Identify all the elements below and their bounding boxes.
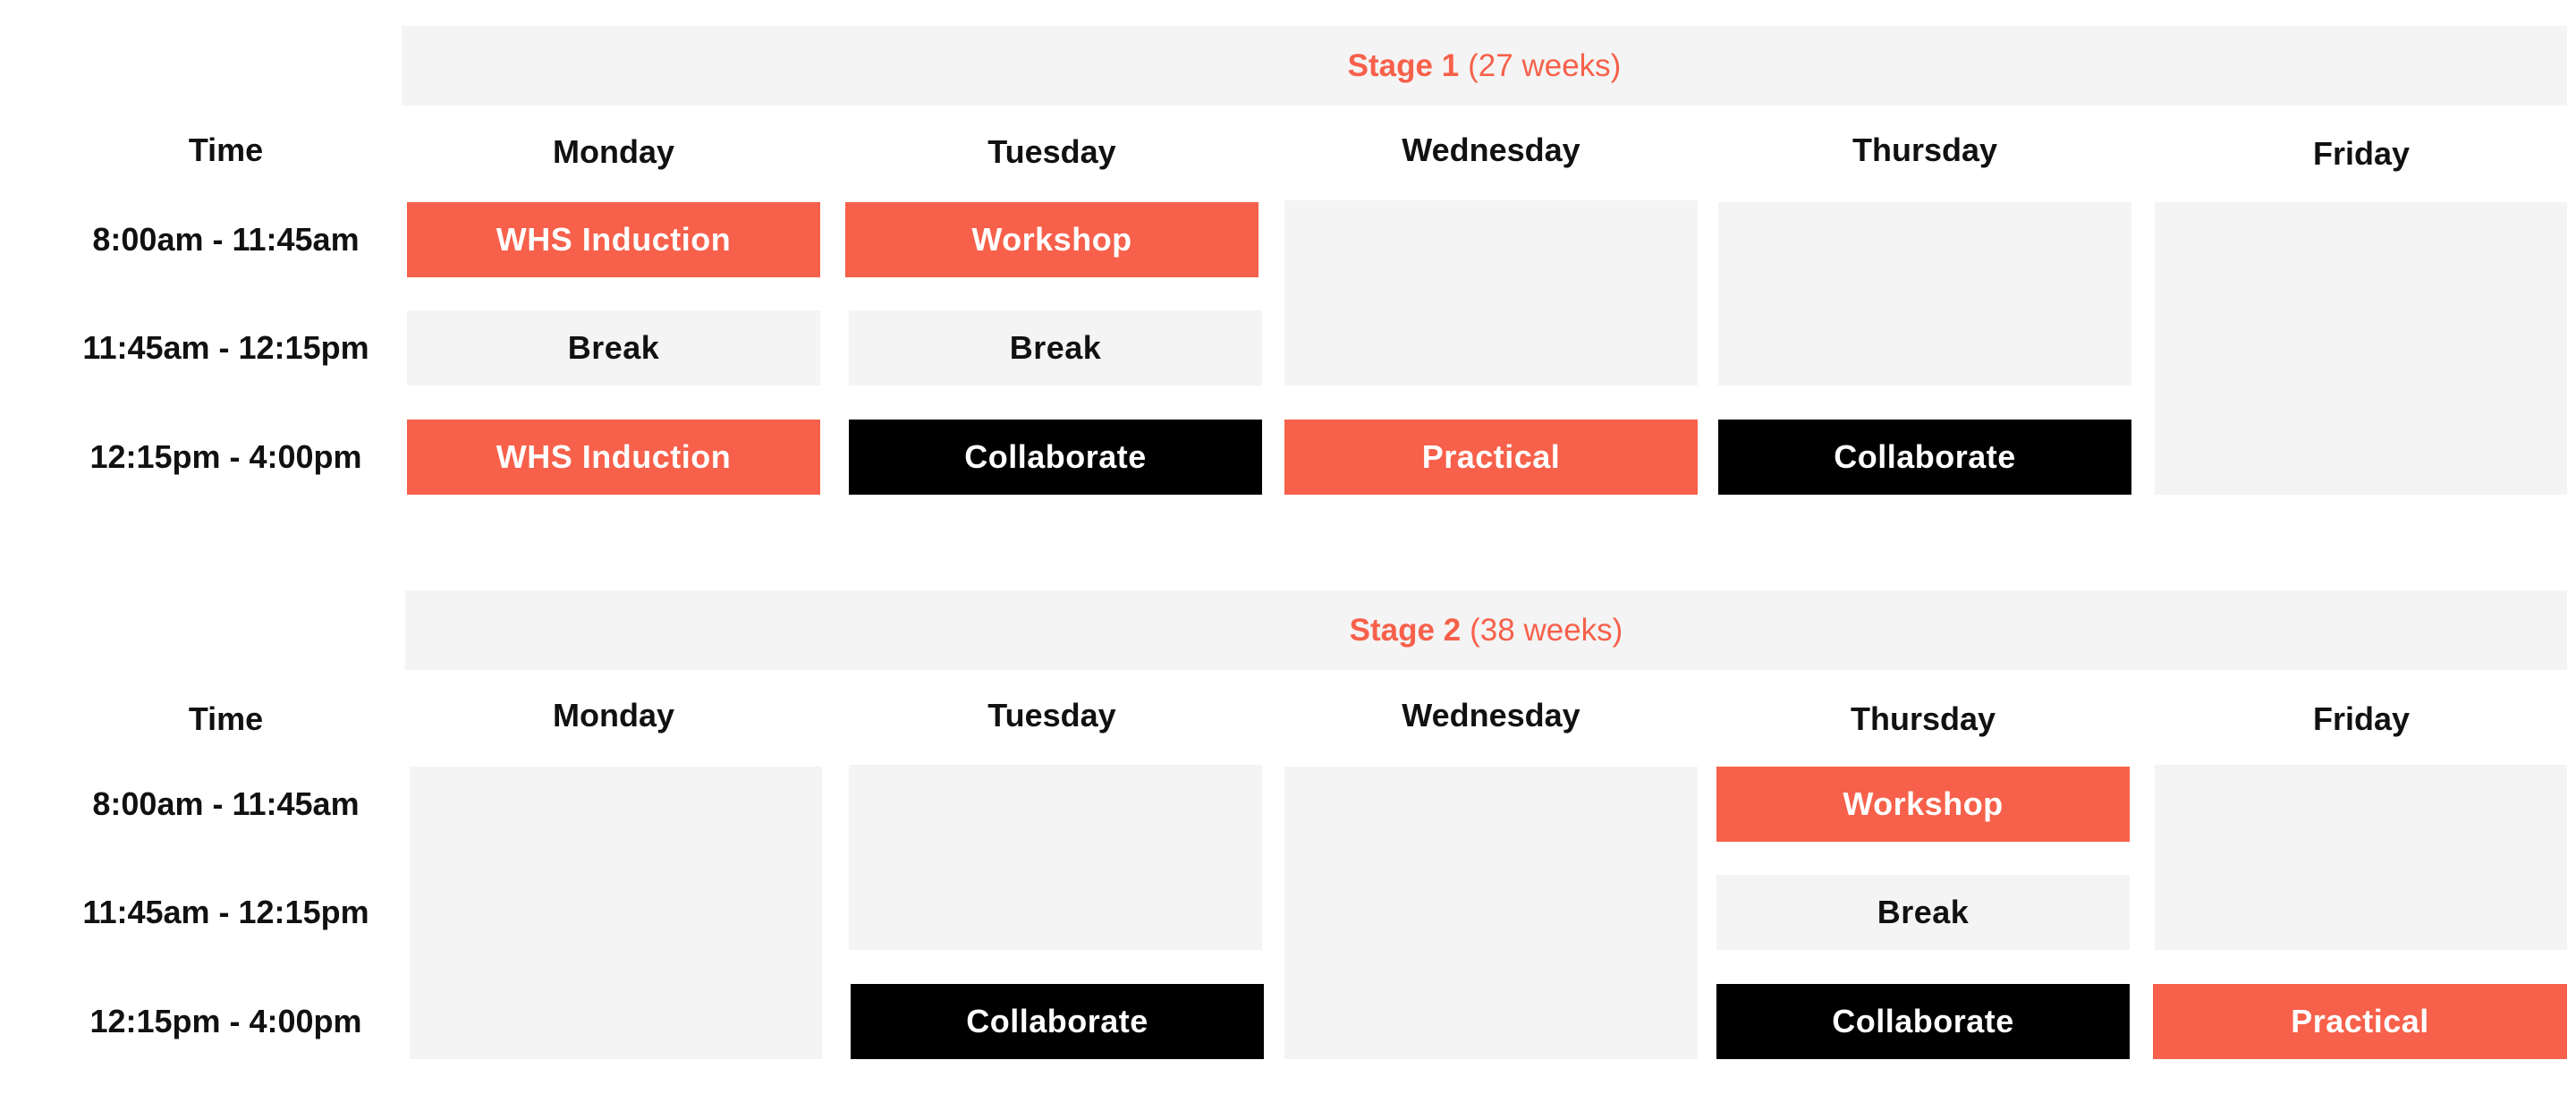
stage1-thursday-empty bbox=[1718, 202, 2131, 386]
stage1-thursday-slot-3: Collaborate bbox=[1718, 420, 2131, 495]
stage1-monday-slot-1: WHS Induction bbox=[407, 202, 820, 277]
stage2-monday-empty bbox=[410, 767, 822, 1059]
stage2-thursday-slot-1: Workshop bbox=[1716, 767, 2130, 842]
stage1-time-header: Time bbox=[188, 131, 264, 168]
stage2-title: Stage 2 bbox=[1349, 612, 1462, 648]
stage1-day-wednesday: Wednesday bbox=[1402, 131, 1580, 168]
stage1-friday-empty bbox=[2155, 202, 2567, 495]
stage2-wednesday-empty bbox=[1284, 767, 1698, 1059]
stage2-tuesday-slot-3: Collaborate bbox=[851, 984, 1264, 1059]
stage1-day-friday: Friday bbox=[2312, 135, 2411, 172]
stage2-thursday-slot-2: Break bbox=[1716, 875, 2130, 950]
stage2-friday-empty bbox=[2155, 765, 2567, 950]
stage1-banner: Stage 1 (27 weeks) bbox=[402, 26, 2567, 106]
stage2-day-monday: Monday bbox=[552, 697, 674, 734]
stage2-time-slot-1: 8:00am - 11:45am bbox=[92, 785, 360, 822]
stage2-day-wednesday: Wednesday bbox=[1402, 697, 1580, 734]
stage1-wednesday-slot-3: Practical bbox=[1284, 420, 1698, 495]
stage2-day-tuesday: Tuesday bbox=[987, 697, 1116, 734]
stage1-time-slot-3: 12:15pm - 4:00pm bbox=[89, 438, 362, 475]
stage1-weeks: (27 weeks) bbox=[1468, 47, 1622, 83]
stage2-time-slot-2: 11:45am - 12:15pm bbox=[82, 894, 369, 930]
stage1-monday-slot-3: WHS Induction bbox=[407, 420, 820, 495]
stage1-tuesday-slot-3: Collaborate bbox=[849, 420, 1262, 495]
stage1-day-tuesday: Tuesday bbox=[987, 133, 1116, 170]
stage2-banner: Stage 2 (38 weeks) bbox=[405, 590, 2567, 670]
stage1-time-slot-1: 8:00am - 11:45am bbox=[92, 221, 360, 258]
stage2-weeks: (38 weeks) bbox=[1470, 612, 1623, 648]
stage2-friday-slot-3: Practical bbox=[2153, 984, 2567, 1059]
stage1-day-thursday: Thursday bbox=[1852, 131, 1998, 168]
stage2-tuesday-empty bbox=[849, 765, 1262, 950]
stage1-title: Stage 1 bbox=[1347, 47, 1460, 83]
stage1-wednesday-empty bbox=[1284, 200, 1698, 386]
stage1-tuesday-slot-1: Workshop bbox=[845, 202, 1258, 277]
stage1-monday-slot-2: Break bbox=[407, 310, 820, 386]
stage1-tuesday-slot-2: Break bbox=[849, 310, 1262, 386]
stage1-day-monday: Monday bbox=[552, 133, 674, 170]
stage2-day-thursday: Thursday bbox=[1850, 700, 1996, 737]
stage1-time-slot-2: 11:45am - 12:15pm bbox=[82, 329, 369, 366]
stage2-day-friday: Friday bbox=[2312, 700, 2411, 737]
stage2-time-header: Time bbox=[188, 700, 264, 737]
stage2-time-slot-3: 12:15pm - 4:00pm bbox=[89, 1003, 362, 1039]
stage2-thursday-slot-3: Collaborate bbox=[1716, 984, 2130, 1059]
